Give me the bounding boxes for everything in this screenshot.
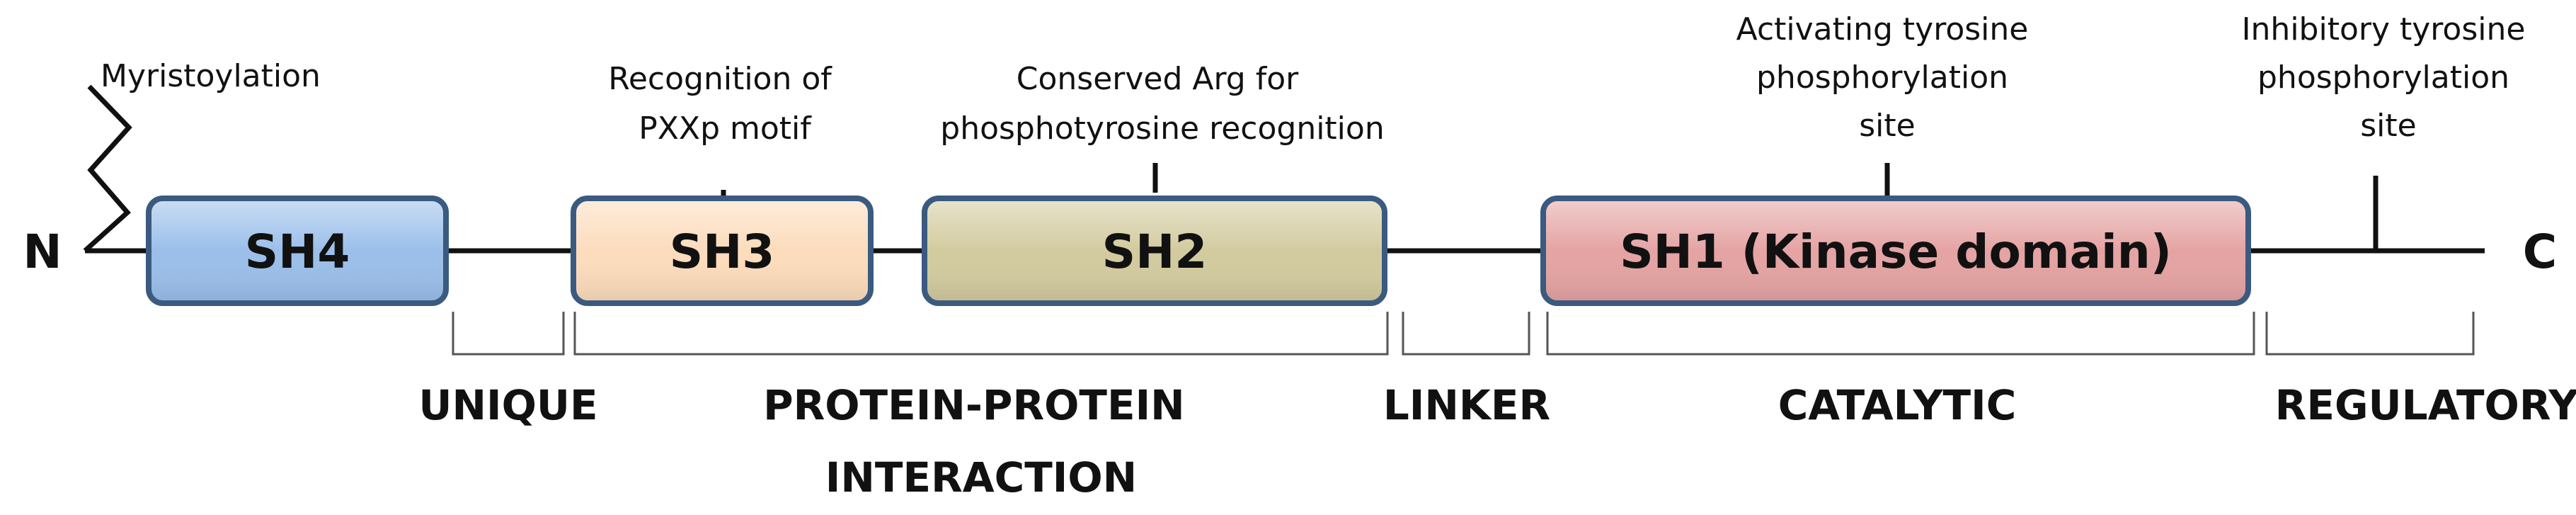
c-terminus-label: C	[2523, 225, 2557, 279]
bracket-catalytic	[1546, 312, 2255, 356]
bracket-unique	[452, 312, 565, 356]
domain-sh1: SH1 (Kinase domain)	[1540, 196, 2251, 306]
activating-site-line-2: phosphorylation	[1756, 60, 2008, 96]
sh3-site-line-2: PXXp motif	[639, 111, 812, 147]
domain-sh4-label: SH4	[245, 225, 350, 279]
region-linker-label: LINKER	[1383, 381, 1550, 429]
sh2-site-annotation: Conserved Arg for phosphotyrosine recogn…	[940, 61, 1384, 147]
domain-sh2-label: SH2	[1102, 225, 1208, 279]
domain-sh3-shine	[576, 201, 868, 300]
region-protein-interaction-label: PROTEIN-PROTEIN INTERACTION	[763, 381, 1199, 502]
activating-site-annotation: Activating tyrosine phosphorylation site	[1736, 11, 2039, 144]
inhibitory-site-line-3: site	[2360, 108, 2416, 144]
region-catalytic-label: CATALYTIC	[1778, 381, 2017, 429]
sh3-site-line-1: Recognition of	[608, 61, 832, 97]
sh2-site-line-2: phosphotyrosine recognition	[940, 111, 1384, 147]
region-unique-label: UNIQUE	[418, 381, 597, 429]
domain-sh2-shine	[927, 201, 1382, 300]
domain-sh4-shine	[151, 201, 443, 300]
domain-sh3-label: SH3	[670, 225, 775, 279]
bracket-linker	[1402, 312, 1530, 356]
myristoylation-zigzag	[83, 84, 132, 253]
region-regulatory-label: REGULATORY	[2275, 381, 2576, 429]
inhibitory-site-line-1: Inhibitory tyrosine	[2242, 11, 2526, 47]
region-brackets	[452, 312, 2475, 356]
domain-sh2: SH2	[922, 196, 1387, 306]
domain-sh1-shine	[1546, 201, 2245, 300]
sh3-site-annotation: Recognition of PXXp motif	[608, 61, 842, 147]
region-protein-interaction-line-1: PROTEIN-PROTEIN	[763, 381, 1185, 429]
domain-sh3: SH3	[571, 196, 874, 306]
sh2-site-line-1: Conserved Arg for	[1017, 61, 1299, 97]
myristoylation-label: Myristoylation	[101, 58, 321, 94]
bracket-protein-interaction	[573, 312, 1389, 356]
bracket-regulatory	[2265, 312, 2475, 356]
activating-site-line-3: site	[1859, 108, 1915, 144]
n-terminus-label: N	[23, 225, 62, 279]
domain-sh4: SH4	[146, 196, 449, 306]
region-protein-interaction-line-2: INTERACTION	[825, 453, 1137, 502]
domain-sh1-label: SH1 (Kinase domain)	[1620, 225, 2172, 279]
inhibitory-site-line-2: phosphorylation	[2257, 60, 2509, 96]
activating-site-line-1: Activating tyrosine	[1736, 11, 2029, 47]
inhibitory-site-annotation: Inhibitory tyrosine phosphorylation site	[2242, 11, 2536, 144]
